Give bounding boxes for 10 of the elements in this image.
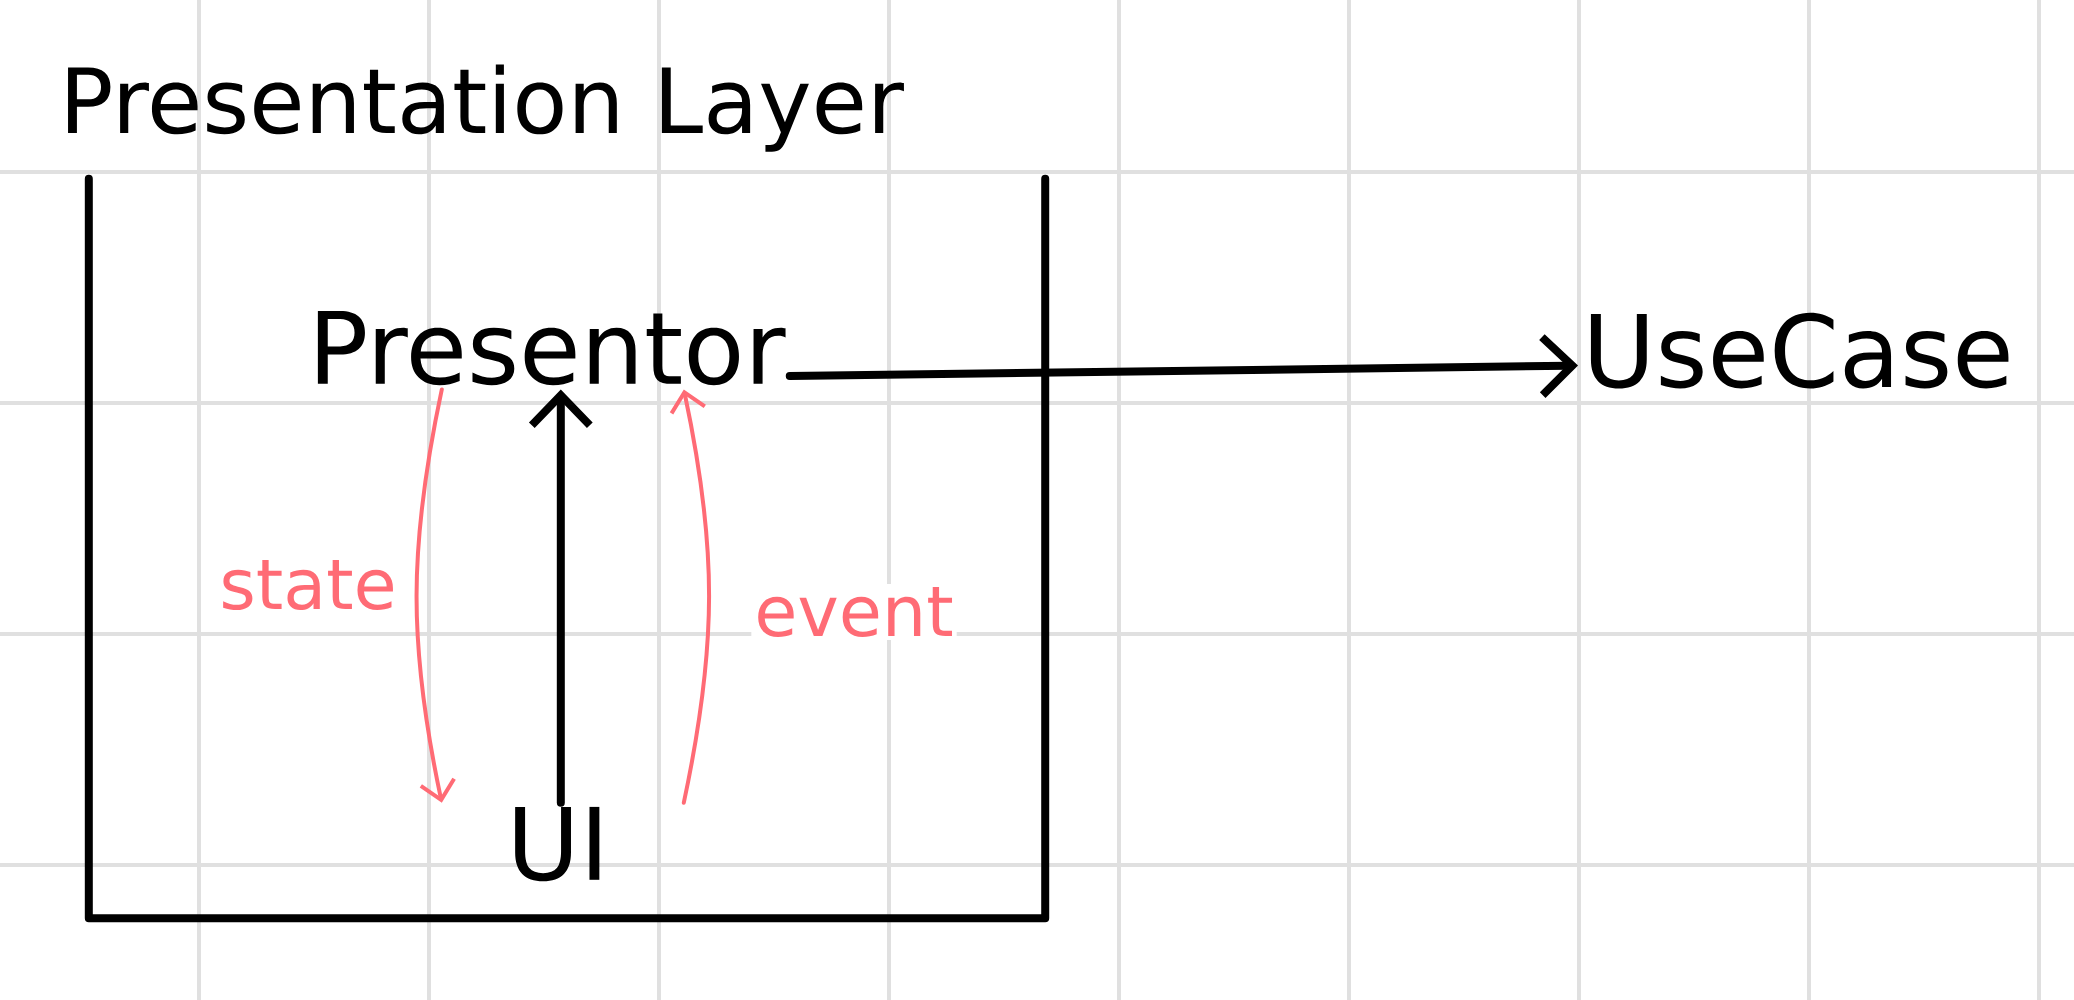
arrow <box>528 389 593 807</box>
arrow <box>785 334 1579 398</box>
arrow <box>414 387 456 803</box>
heading: Presentation Layer <box>68 64 904 152</box>
component-label: UseCase <box>1590 312 2009 389</box>
arrow <box>669 389 712 805</box>
edge-label: state <box>216 556 400 614</box>
component-label: Presentor <box>317 310 786 386</box>
edge-label: event <box>751 583 957 641</box>
component-label: UI <box>515 806 600 882</box>
